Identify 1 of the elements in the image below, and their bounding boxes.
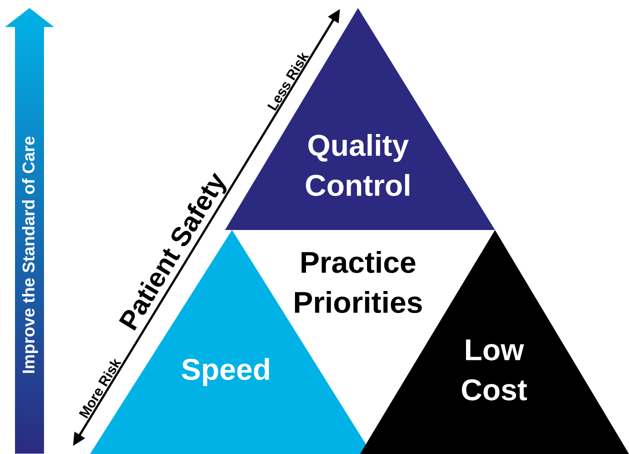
label: Improve the Standard of Care [22,136,38,373]
